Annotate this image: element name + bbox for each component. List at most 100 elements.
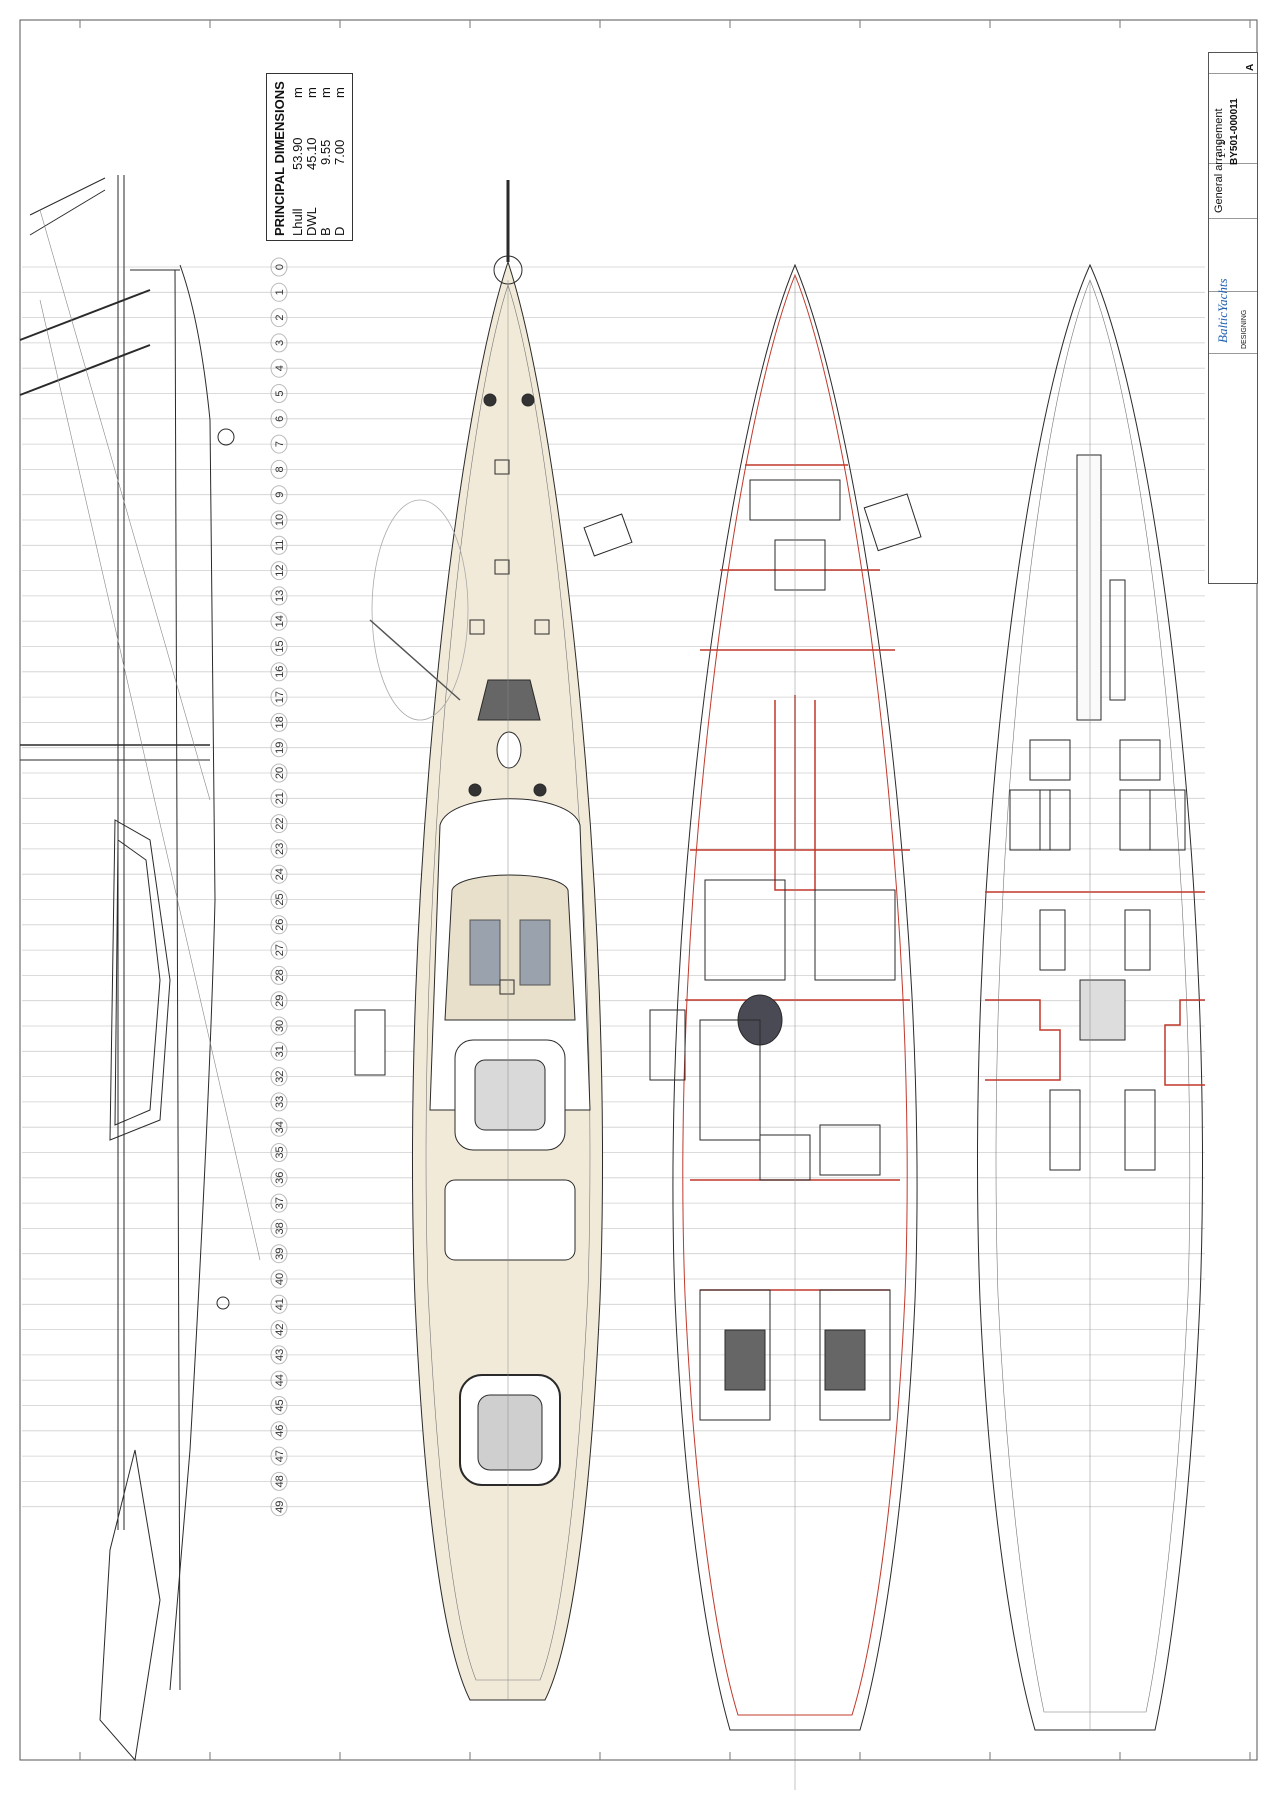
station-marker [270,1471,288,1491]
station-marker [270,1497,288,1517]
station-number: 4 [274,365,286,371]
station-number: 3 [274,340,286,346]
dim-unit: m [304,87,319,98]
station-marker [270,662,288,682]
drawing-title: General arrangement [1213,108,1225,213]
station-marker [270,282,288,302]
station-marker [270,1193,288,1213]
station-number: 14 [274,615,286,627]
station-number: 36 [274,1172,286,1184]
dim-unit: m [290,87,305,98]
station-number: 46 [274,1425,286,1437]
station-marker [270,864,288,884]
station-marker [270,1067,288,1087]
station-marker [270,1370,288,1390]
dim-unit: m [332,87,347,98]
station-number: 13 [274,590,286,602]
brand-name: BalticYachts [1215,278,1230,343]
station-number: 20 [274,767,286,779]
station-number: 45 [274,1399,286,1411]
station-number: 1 [274,289,286,295]
station-marker [270,1421,288,1441]
sheet-border [19,19,1258,1761]
station-number: 0 [274,264,286,270]
station-marker [270,1168,288,1188]
station-number: 26 [274,919,286,931]
station-marker [270,637,288,656]
station-number: 38 [274,1222,286,1234]
station-number: 35 [274,1146,286,1158]
station-marker [270,1016,288,1036]
station-marker [270,434,288,454]
station-marker [270,308,288,328]
station-marker [270,409,288,429]
station-number: 9 [274,492,286,498]
station-marker [270,1041,288,1061]
station-marker [270,384,288,403]
dim-value: 9.55 [318,139,333,165]
station-marker [270,738,288,758]
status: DESIGNING [1241,309,1248,349]
station-numbers: 0123456789101112131415161718192021222324… [270,257,288,1517]
station-number: 44 [274,1374,286,1386]
station-number: 25 [274,893,286,905]
station-marker [270,712,288,732]
station-marker [270,687,288,707]
station-marker [270,1269,288,1289]
station-marker [270,1396,288,1415]
machinery-plan-view [977,263,1205,1731]
station-number: 30 [274,1020,286,1032]
station-marker [270,333,288,353]
station-marker [270,788,288,808]
principal-dimensions-title: PRINCIPAL DIMENSIONS [272,81,287,236]
station-marker [270,965,288,985]
dim-unit: m [318,87,333,98]
border-ticks [79,20,1251,1760]
dim-label: Lhull [290,208,305,236]
station-number: 33 [274,1096,286,1108]
station-marker [270,839,288,859]
station-marker [270,561,288,581]
station-marker [270,1092,288,1112]
station-number: 24 [274,868,286,880]
dim-value: 53.90 [290,137,305,170]
station-number: 5 [274,390,286,396]
station-marker [270,1446,288,1466]
station-marker [270,586,288,606]
station-number: 15 [274,640,286,652]
dim-label: DWL [304,207,319,236]
station-number: 48 [274,1475,286,1487]
station-marker [270,611,288,631]
drawing-number: BY501-000011 [1229,98,1240,165]
dim-value: 7.00 [332,139,347,165]
station-marker [270,915,288,935]
dim-label: B [318,227,333,236]
station-marker [270,535,288,555]
station-marker [270,257,288,277]
station-number: 22 [274,817,286,829]
station-marker [270,1345,288,1365]
side-profile-view [19,175,261,1762]
station-marker [270,1117,288,1137]
station-marker [270,358,288,378]
station-number: 49 [274,1501,286,1513]
dim-label: D [332,226,347,236]
station-number: 47 [274,1450,286,1462]
station-number: 37 [274,1197,286,1209]
station-number: 32 [274,1070,286,1082]
station-marker [270,940,288,960]
station-number: 39 [274,1248,286,1260]
station-marker [270,510,288,530]
deck-plan-view [354,180,633,1701]
station-number: 2 [274,315,286,321]
station-marker [270,1143,288,1162]
station-marker [270,1244,288,1264]
station-number: 6 [274,416,286,422]
station-number: 27 [274,944,286,956]
principal-dimensions-table: PRINCIPAL DIMENSIONS Lhull 53.90 m DWL 4… [266,73,353,241]
station-marker [270,890,288,909]
station-number: 41 [274,1298,286,1310]
station-marker [270,991,288,1011]
